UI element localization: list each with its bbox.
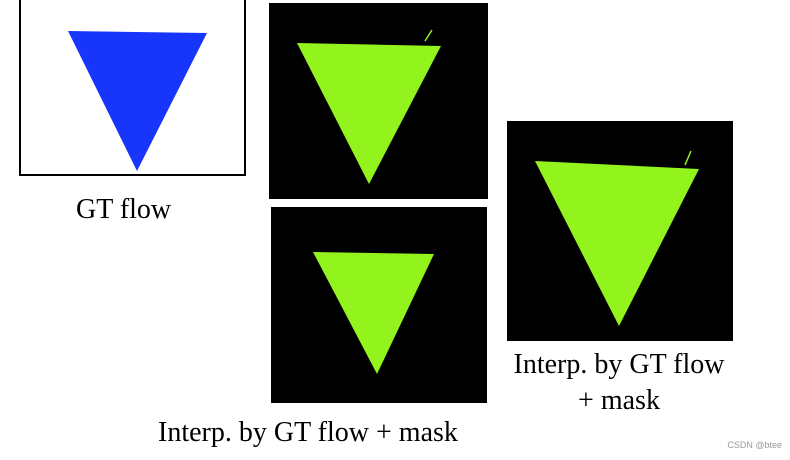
interp-right-caption: Interp. by GT flow + mask — [494, 347, 744, 419]
interp-bottom-caption: Interp. by GT flow + mask — [158, 417, 458, 448]
interp-triangle-top-graphic — [297, 29, 441, 184]
interp-triangle-middle — [313, 252, 434, 374]
interp-image-middle — [271, 207, 487, 403]
gt-flow-caption: GT flow — [76, 194, 172, 225]
edge-artifact — [424, 29, 433, 42]
watermark: CSDN @btee — [727, 440, 782, 450]
interp-triangle-top — [297, 43, 441, 184]
interp-image-right — [507, 121, 733, 341]
interp-triangle-right — [535, 161, 699, 326]
edge-artifact — [684, 150, 692, 166]
gt-flow-image — [19, 0, 246, 176]
gt-flow-triangle — [68, 31, 207, 171]
interp-triangle-middle-graphic — [313, 252, 434, 374]
interp-image-top — [269, 3, 488, 199]
interp-right-caption-line1: Interp. by GT flow — [513, 349, 725, 380]
gt-flow-triangle-graphic — [68, 31, 207, 171]
interp-triangle-right-graphic — [535, 150, 699, 326]
interp-right-caption-line2: + mask — [578, 385, 660, 416]
